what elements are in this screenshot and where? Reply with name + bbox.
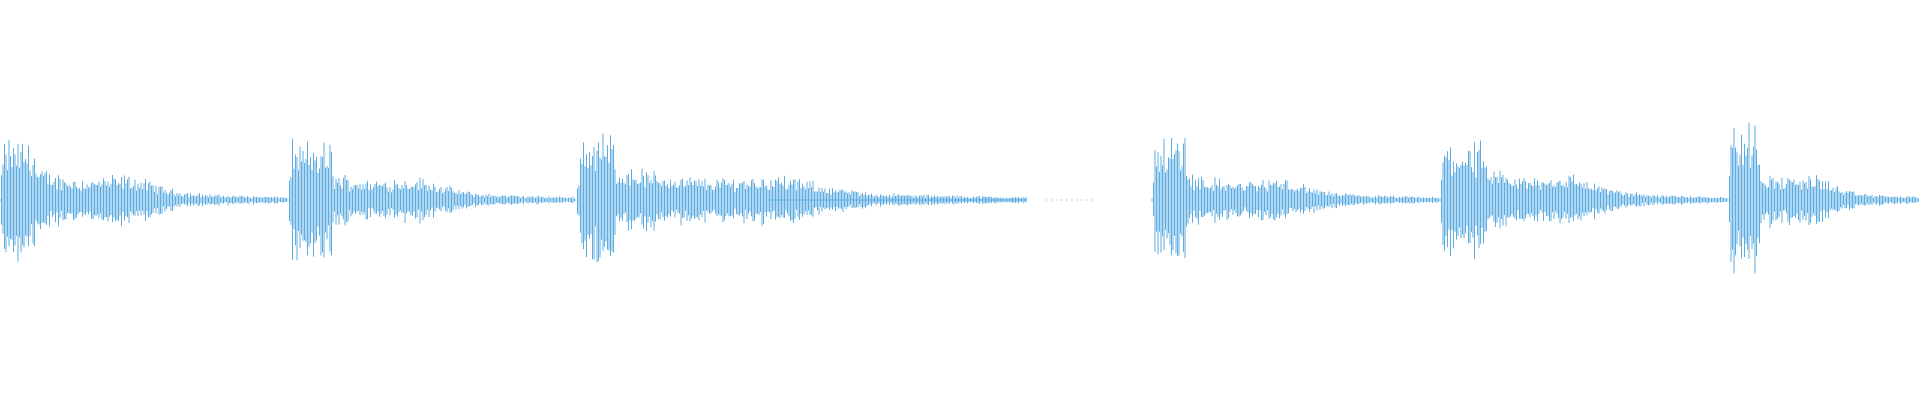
silence-dot	[1061, 199, 1063, 201]
silence-dot	[1046, 199, 1048, 201]
silence-dot	[1081, 199, 1083, 201]
silence-dot	[1076, 199, 1078, 201]
silence-dot	[1086, 199, 1088, 201]
silence-dot	[1066, 199, 1068, 201]
waveform-path	[0, 122, 1919, 274]
silence-dot	[1056, 199, 1058, 201]
waveform-bars	[0, 122, 1919, 274]
silence-dot	[1071, 199, 1073, 201]
silence-dot	[1091, 199, 1093, 201]
silence-dot	[1051, 199, 1053, 201]
